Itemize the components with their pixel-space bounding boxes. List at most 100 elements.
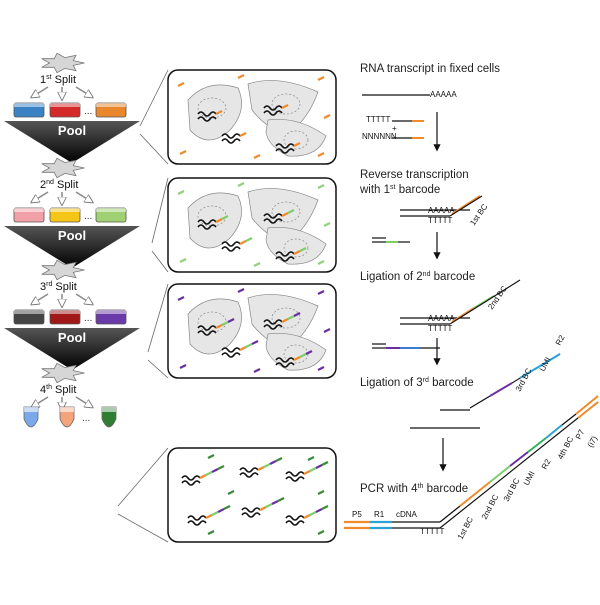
panel-2 [151,177,337,273]
well-3 [95,309,127,325]
free-barcode [207,530,215,535]
zoom-line-bottom [117,513,169,543]
free-barcode [317,152,325,157]
well-2 [49,309,81,325]
cell-3 [265,227,327,265]
nucleus [283,130,309,150]
step-reverse-transcription: Reverse transcription [360,169,469,181]
barcoded-transcript [181,465,225,486]
free-barcode [179,150,187,155]
barcoded-transcript [241,497,285,518]
free-barcode [177,82,185,87]
svg-text:R2: R2 [554,333,567,347]
barcoded-transcript [263,209,295,224]
zoom-line-bottom [151,250,169,273]
cell-3 [265,333,327,371]
well-3 [95,102,127,118]
cell-cluster-icon [41,362,85,384]
cell-cluster-icon [41,259,85,281]
rt-product: AAAAA TTTTT 1st BC [400,195,490,227]
rt-primers: TTTTT + NNNNNN [362,115,424,141]
barcoded-transcript [275,142,301,154]
pool-funnel: Pool [4,226,140,268]
well-2 [49,207,81,223]
wells-ellipsis: ... [84,106,92,117]
right-column: RNA transcript in fixed cells Reverse tr… [344,63,599,541]
tubes-ellipsis: ... [82,413,90,424]
split-stage-1: 1st Split... Pool [4,52,140,163]
svg-text:cDNA: cDNA [396,510,418,519]
svg-text:TTTTT: TTTTT [420,527,445,536]
barcoded-transcript [187,505,231,526]
well-2 [49,102,81,118]
split-arrow-left [32,293,49,304]
barcoded-transcript [285,461,329,482]
barcoded-transcript [197,110,223,122]
step-ligation-third: Ligation of 3rd barcode [360,377,474,389]
zoom-line-top [117,447,169,507]
free-barcode [317,76,325,81]
free-barcode [323,328,331,333]
svg-text:NNNNNN: NNNNNN [362,132,397,141]
step-rna-transcript: RNA transcript in fixed cells [360,63,500,75]
tube-3 [101,406,117,428]
ligation2-product: AAAAA TTTTT 2nd BC [400,279,521,333]
zoom-line-top [147,283,169,353]
free-barcode [317,260,325,265]
wells-ellipsis: ... [84,313,92,324]
barcoded-transcript [221,340,259,358]
free-barcode [317,366,325,371]
split-stage-2: 2nd Split... Pool [4,157,140,268]
split-label: 2nd Split [40,179,78,191]
free-barcode [317,530,325,535]
cell-cluster-icon [41,157,85,179]
barcoded-transcript [263,312,301,330]
cell-cluster-icon [41,52,85,74]
free-barcode [253,154,261,159]
split-arrow-left [32,86,49,97]
nucleus [283,238,309,258]
barcoded-transcript [275,350,313,368]
nucleus [197,97,227,119]
svg-text:3rd BC: 3rd BC [502,477,522,503]
split-label: 1st Split [40,74,76,86]
right-flow-arrows [433,112,447,472]
final-library-construct: P5 R1 cDNA TTTTT 1st BC 2nd BC 3rd BC UM… [344,395,599,541]
zoom-line-bottom [139,133,169,165]
well-1 [13,207,45,223]
free-barcode [237,74,245,79]
svg-text:TTTTT: TTTTT [366,115,391,124]
rna-transcript: AAAAA [362,90,457,99]
well-1 [13,102,45,118]
cell-panels [117,69,337,543]
zoom-line-top [139,69,169,127]
wells-ellipsis: ... [84,211,92,222]
tube-2 [59,406,75,428]
pool-label: Pool [58,123,86,138]
step-pcr-fourth: PCR with 4th barcode [360,483,468,495]
split-arrow-right [75,396,92,407]
split-arrow-right [75,191,92,202]
nucleus [271,93,301,115]
free-barcode [237,182,245,187]
free-barcode [317,184,325,189]
split-stage-3: 3rd Split...Pool [4,259,140,370]
split-arrow-right [75,293,92,304]
svg-text:4th BC: 4th BC [556,435,576,461]
free-barcode [207,454,215,459]
split-arrow-left [32,191,49,202]
free-barcode [179,364,187,369]
well-3 [95,207,127,223]
barcoded-transcript [285,505,329,526]
barcoded-transcript [263,104,289,116]
barcoded-transcript [221,237,253,252]
svg-text:P7: P7 [574,428,587,441]
free-barcode [307,456,315,461]
free-barcode [253,262,261,267]
pool-funnel: Pool [4,121,140,163]
svg-text:1st BC: 1st BC [456,515,475,541]
barcoded-transcript [197,215,229,230]
